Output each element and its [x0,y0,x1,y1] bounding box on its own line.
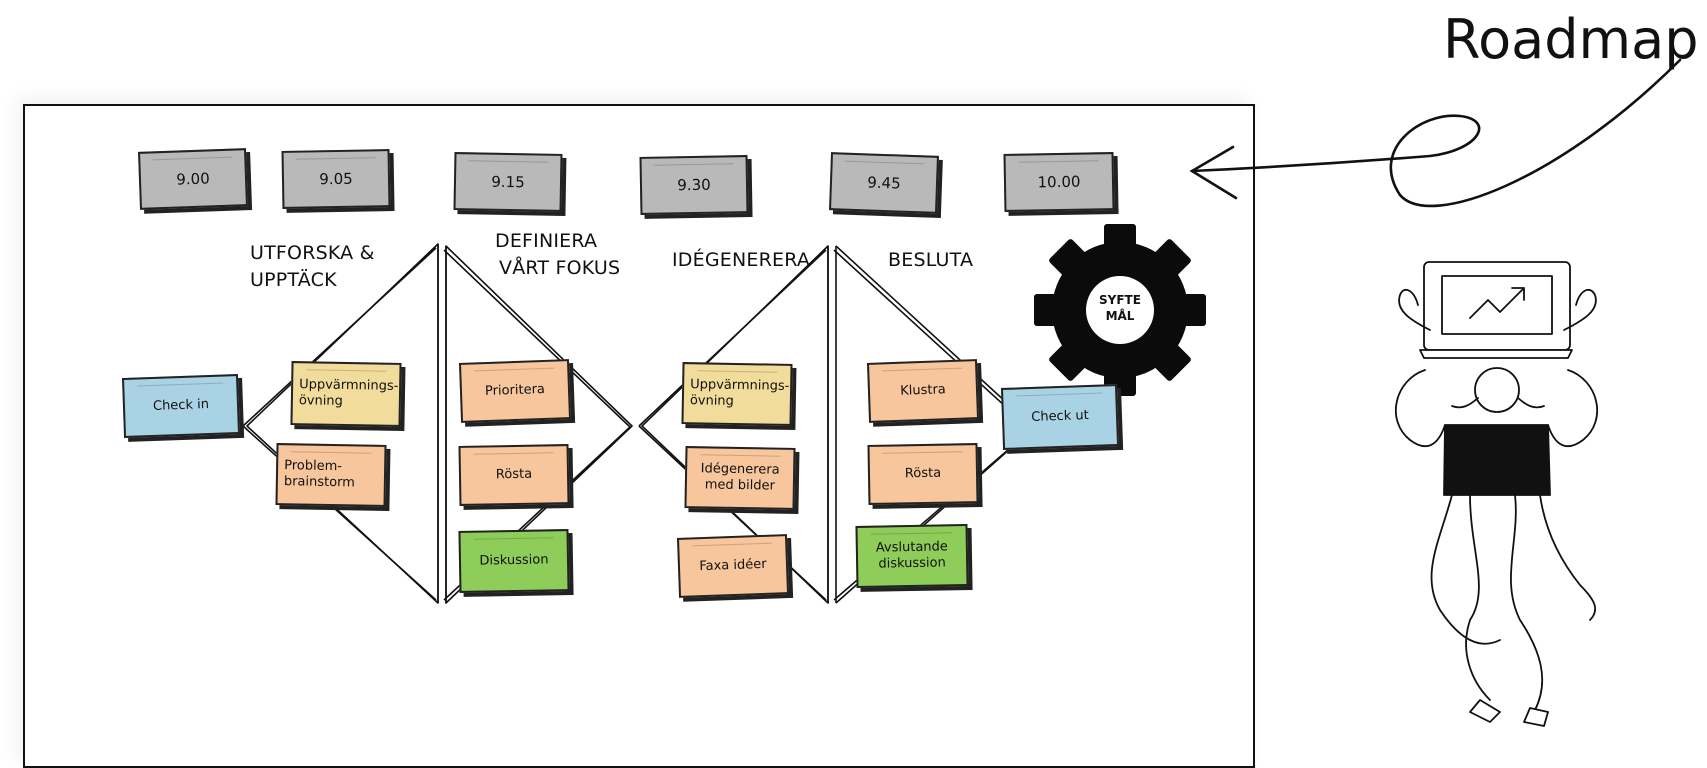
phase-explore-line-1: UTFORSKA & [250,242,375,264]
note-problem-brainstorm[interactable]: Problem- brainstorm [275,443,387,507]
gear-label-line-2: MÅL [1105,309,1135,324]
note-problem-brainstorm-line-2: brainstorm [283,474,356,491]
time-note-930[interactable]: 9.30 [639,155,749,215]
note-problem-brainstorm-line-1: Problem- [284,457,343,474]
note-ideate-images-line-2: med bilder [704,477,776,494]
note-check-in[interactable]: Check in [121,373,241,439]
arrow-icon [1189,58,1682,208]
phase-define-line-2: VÅRT FOKUS [499,256,621,279]
phase-explore-line-2: UPPTÄCK [250,268,337,291]
time-note-945[interactable]: 9.45 [829,152,939,214]
phase-decide-heading: BESLUTA [888,249,974,271]
phase-define-line-1: DEFINIERA [495,230,598,252]
note-vote-1[interactable]: Rösta [458,444,570,506]
note-warmup-2[interactable]: Uppvärmnings- övning [681,362,793,426]
note-final-discussion-line-1: Avslutande [875,539,948,556]
note-vote-2[interactable]: Rösta [867,443,979,505]
note-warmup-1-line-2: övning [298,393,344,409]
note-check-out[interactable]: Check ut [1000,383,1120,451]
note-warmup-1-line-1: Uppvärmnings- [299,376,399,394]
note-discussion[interactable]: Diskussion [458,529,570,593]
note-cluster[interactable]: Klustra [866,359,980,423]
gear-label-line-1: SYFTE [1099,293,1141,307]
roadmap-title: Roadmap [1443,8,1699,71]
note-ideate-images-line-1: Idégenerera [700,461,780,478]
person-with-laptop-illustration [1394,261,1599,727]
note-warmup-2-line-2: övning [689,393,735,409]
phase-define-heading: DEFINIERA VÅRT FOKUS [495,228,620,281]
time-note-1000[interactable]: 10.00 [1003,152,1115,212]
note-ideate-images[interactable]: Idégenerera med bilder [684,446,796,510]
note-prioritize[interactable]: Prioritera [458,359,572,423]
note-fax-ideas[interactable]: Faxa idéer [676,534,790,598]
note-final-discussion-line-2: diskussion [878,555,946,572]
phase-ideate-heading: IDÉGENERERA [672,249,811,271]
note-warmup-1[interactable]: Uppvärmnings- övning [290,361,402,427]
time-note-900[interactable]: 9.00 [138,148,248,210]
phase-explore-heading: UTFORSKA & UPPTÄCK [250,240,375,293]
gear-label: SYFTE MÅL [1092,292,1148,324]
note-warmup-2-line-1: Uppvärmnings- [690,376,790,394]
time-note-915[interactable]: 9.15 [453,152,563,212]
note-final-discussion[interactable]: Avslutande diskussion [855,524,969,588]
time-note-905[interactable]: 9.05 [281,149,391,209]
